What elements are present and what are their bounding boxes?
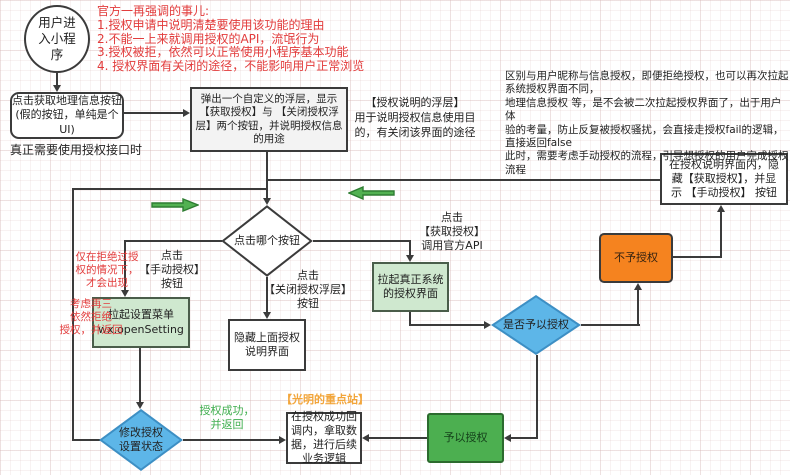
flow-line xyxy=(124,240,222,242)
flow-line xyxy=(409,240,411,256)
real-auth-node: 拉起真正系统 的授权界面 xyxy=(372,262,449,312)
popup-node: 弹出一个自定义的浮层，显示 【获取授权】与 【关闭授权浮 层】两个按钮，并说明授… xyxy=(190,87,348,152)
geo-note-label: 区别与用户昵称与信息授权，即便拒绝授权，也可以再次拉起 系统授权界面不同， 地理… xyxy=(505,70,789,176)
arrowhead-icon xyxy=(484,321,491,329)
flow-line xyxy=(124,112,184,114)
flow-line xyxy=(124,240,126,291)
flow-line xyxy=(72,188,74,440)
flow-line xyxy=(409,312,411,326)
flow-line xyxy=(637,289,639,326)
flow-line xyxy=(56,73,58,87)
arrowhead-icon xyxy=(136,402,144,409)
hide-overlay-node: 隐藏上面授权 说明界面 xyxy=(228,319,306,371)
flow-line xyxy=(511,437,538,439)
flow-line xyxy=(409,324,485,326)
flow-line xyxy=(313,240,411,242)
grant-decision-diamond: 是否予以授权 xyxy=(491,295,581,355)
modify-setting-label: 修改授权 设置状态 xyxy=(119,426,163,453)
click-manual-label: 点击 【手动授权】 按钮 xyxy=(139,249,205,290)
flow-line xyxy=(720,211,722,258)
arrowhead-icon xyxy=(279,436,286,444)
flow-line xyxy=(139,348,141,403)
reconsider-label: 考虑再三 依然拒绝 授权，并返回 xyxy=(59,298,123,337)
diamond-shape xyxy=(221,205,313,277)
click-close-label: 点击 【关闭授权浮层】 按钮 xyxy=(264,269,352,310)
arrowhead-icon xyxy=(634,283,642,290)
which-button-label: 点击哪个按钮 xyxy=(234,234,300,248)
flow-line xyxy=(673,256,722,258)
flow-line xyxy=(183,439,280,441)
fake-button-node: 点击获取地理信息按钮 (假的按钮，单纯是个 UI) xyxy=(10,92,124,139)
grant-decision-label: 是否予以授权 xyxy=(503,318,569,332)
loop-right-arrow-icon xyxy=(151,197,200,216)
open-setting-node: 拉起设置菜单 wx.openSetting xyxy=(92,297,190,348)
which-button-diamond: 点击哪个按钮 xyxy=(221,205,313,277)
deny-node: 不予授权 xyxy=(599,233,673,283)
official-notes-label: 官方一再强调的事儿: 1.授权申请中说明清楚要使用该功能的理由 2.不能一上来就… xyxy=(97,4,365,74)
diamond-shape xyxy=(491,295,581,355)
manual-panel-node: 在授权说明界面内，隐 藏【获取授权】，并显 示 【手动授权】 按钮 xyxy=(660,153,788,205)
flow-line xyxy=(266,152,268,199)
only-if-denied-label: 仅在拒绝过授 权的情况下， 才会出现 xyxy=(75,251,139,290)
flow-line xyxy=(368,437,427,439)
arrowhead-icon xyxy=(183,109,190,117)
flow-line xyxy=(267,179,661,181)
highlight-label: 【光明的重点站】 xyxy=(281,393,369,406)
flow-line xyxy=(581,324,640,326)
grant-node: 予以授权 xyxy=(427,413,504,463)
arrowhead-icon xyxy=(406,255,414,262)
real-need-label: 真正需要使用授权接口时 xyxy=(10,143,143,157)
start-circle: 用户进 入小程 序 xyxy=(24,5,90,73)
arrowhead-icon xyxy=(53,85,61,92)
feedback-left-arrow-icon xyxy=(347,185,395,204)
arrowhead-icon xyxy=(717,205,725,212)
success-return-label: 授权成功， 并返回 xyxy=(199,404,255,431)
arrowhead-icon xyxy=(263,198,271,205)
modify-setting-diamond: 修改授权 设置状态 xyxy=(99,409,183,471)
arrowhead-icon xyxy=(504,434,511,442)
flow-line xyxy=(72,188,267,190)
arrowhead-icon xyxy=(263,312,271,319)
flow-line xyxy=(266,277,268,313)
flow-line xyxy=(72,439,100,441)
arrowhead-icon xyxy=(362,434,369,442)
flow-line xyxy=(536,355,538,439)
arrowhead-icon xyxy=(121,290,129,297)
overlay-note-label: 【授权说明的浮层】 用于说明授权信息使用目 的，有关闭该界面的途径 xyxy=(354,96,476,139)
click-get-label: 点击 【获取授权】 调用官方API xyxy=(419,211,485,252)
success-callback-node: 在授权成功回 调内，拿取数 据，进行后续 业务逻辑 xyxy=(286,410,362,465)
diamond-shape xyxy=(99,409,183,471)
